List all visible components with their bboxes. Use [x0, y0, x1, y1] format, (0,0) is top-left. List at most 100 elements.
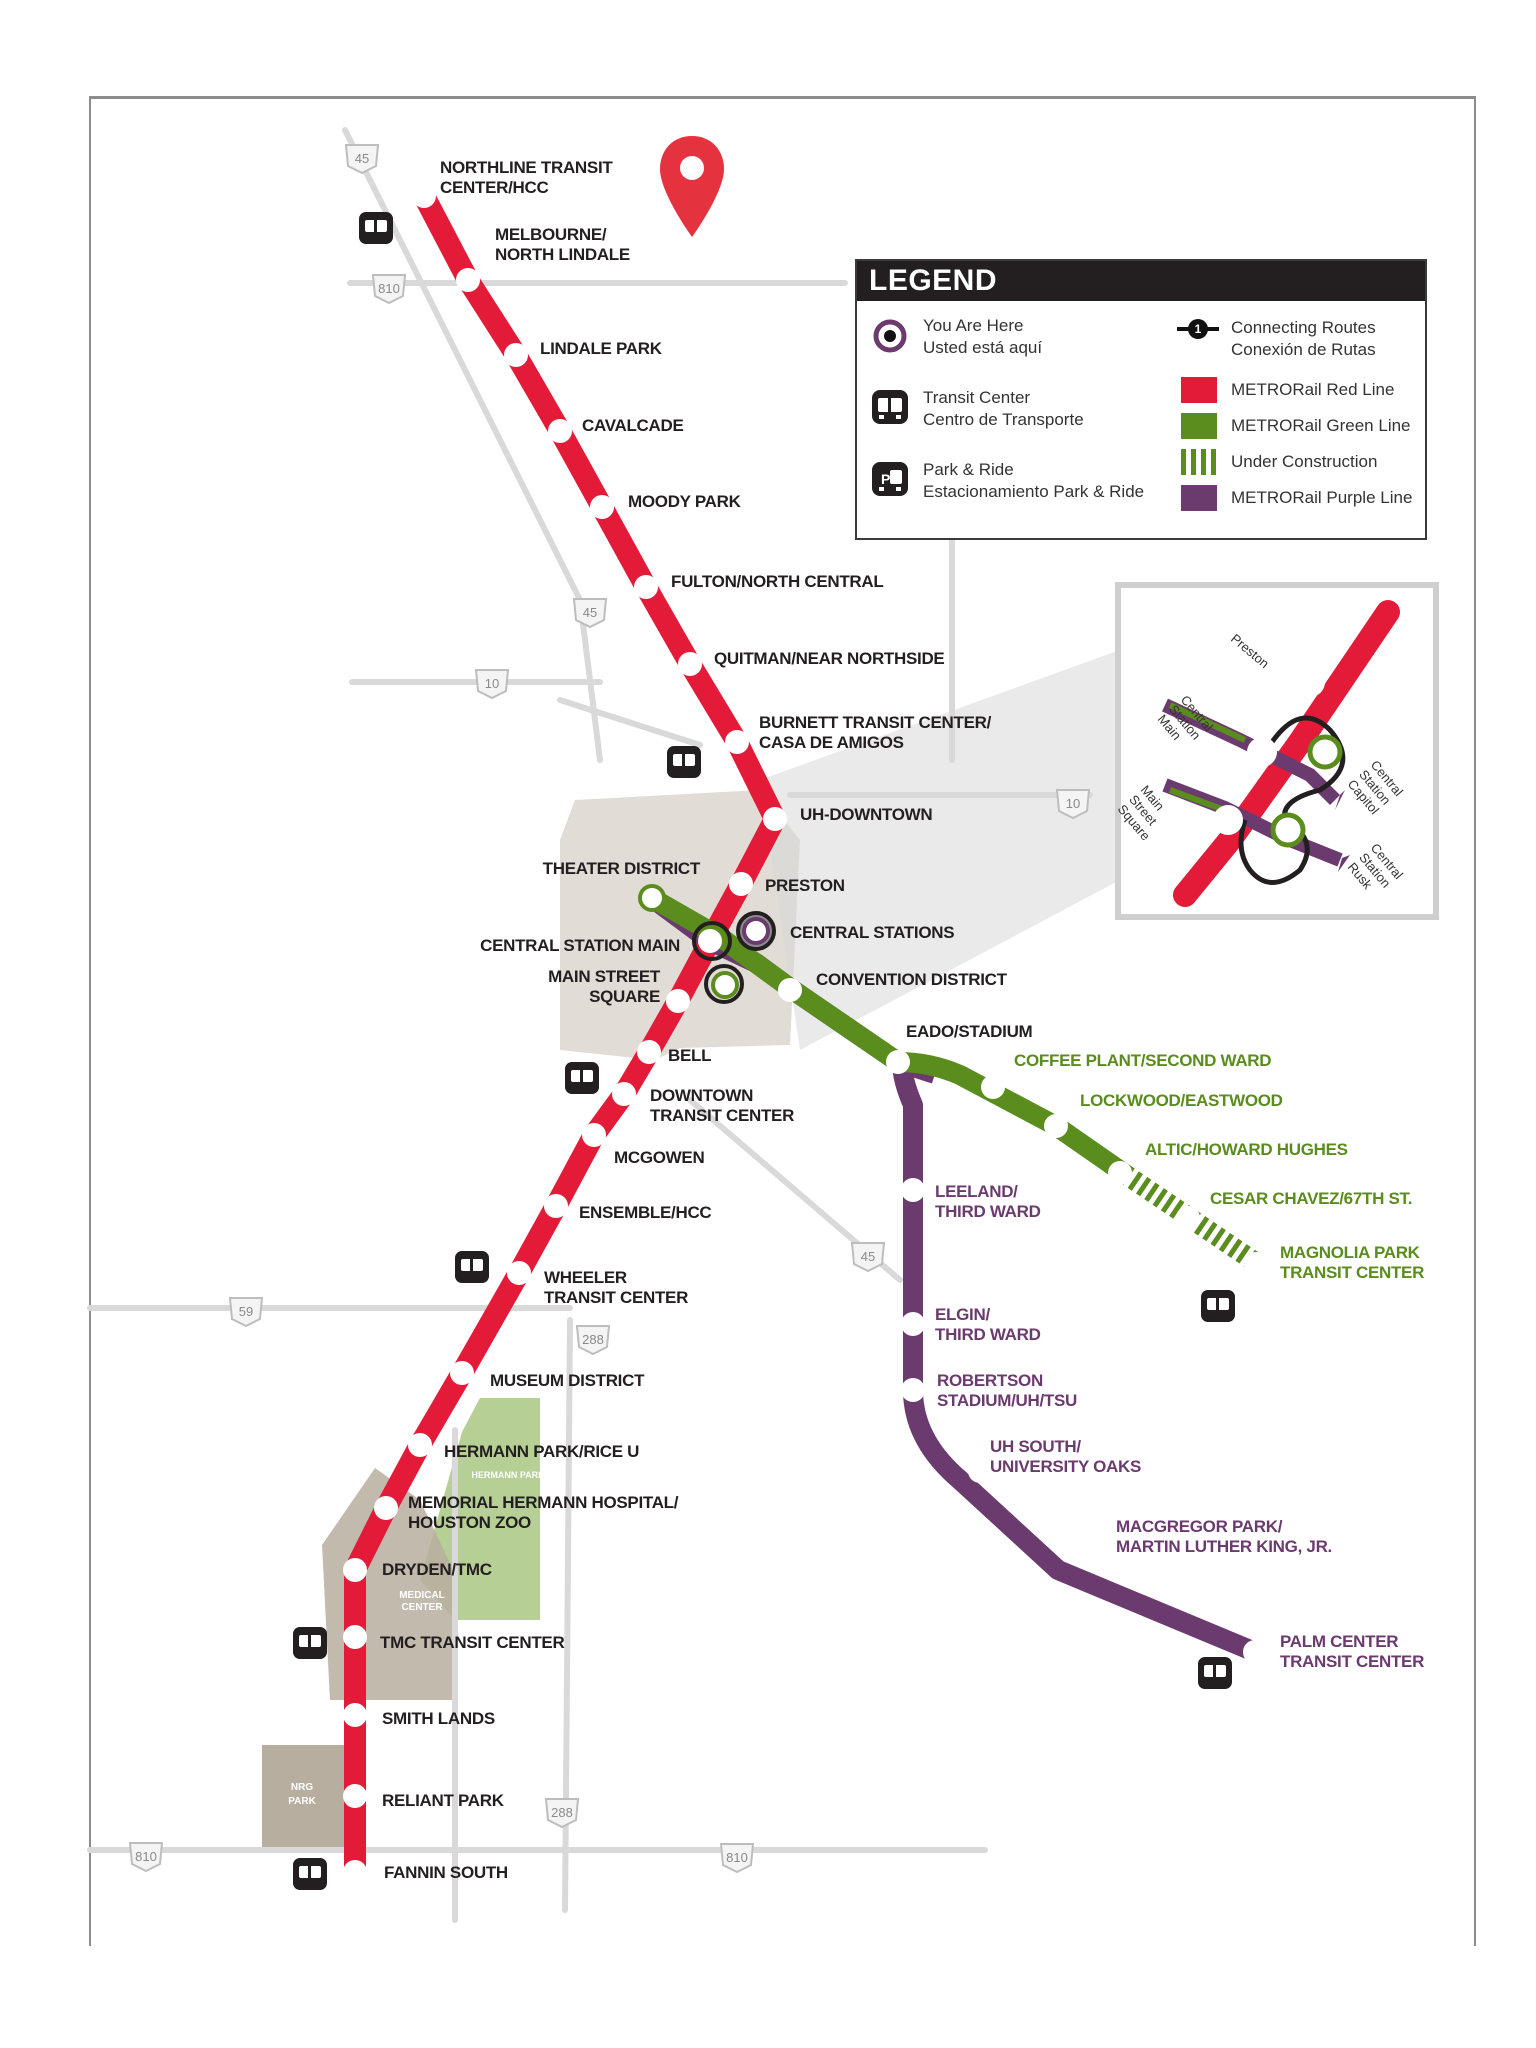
highway-shield-number: 10: [1066, 796, 1080, 811]
red-station-marker: [678, 652, 702, 676]
highway-shield-10: 10: [1055, 789, 1091, 820]
red-station-label: LINDALE PARK: [540, 339, 663, 358]
red-station-marker: [544, 1194, 568, 1218]
red-station-label: MCGOWEN: [614, 1148, 704, 1167]
transit-center-icon-divider: [1213, 1665, 1216, 1677]
green-station-label: COFFEE PLANT/SECOND WARD: [1014, 1051, 1271, 1070]
green-line-path: [647, 889, 1131, 1183]
red-station-marker: [343, 1703, 367, 1727]
red-station-marker: [729, 872, 753, 896]
svg-text:P: P: [881, 471, 890, 487]
green-station-marker: [1044, 1114, 1068, 1138]
red-line-swatch: [1181, 377, 1217, 403]
under-construction-swatch: [1181, 449, 1217, 475]
inset-arrow-rusk: [1338, 855, 1350, 872]
legend-purple-line: METRORail Purple Line: [1231, 488, 1413, 507]
red-station-marker: [412, 184, 436, 208]
shared-station-label: CENTRAL STATIONS: [790, 923, 954, 942]
red-station-marker: [343, 1558, 367, 1582]
red-station-label: CASA DE AMIGOS: [759, 733, 904, 752]
transit-center-icon: [359, 212, 393, 244]
transit-center-icon-divider: [308, 1635, 311, 1647]
transit-center-icon: [565, 1062, 599, 1094]
red-station-marker: [698, 929, 722, 953]
purple-station-marker: [901, 1178, 925, 1202]
purple-station-marker: [901, 1312, 925, 1336]
red-station-marker: [548, 419, 572, 443]
red-station-label: TRANSIT CENTER: [650, 1106, 794, 1125]
map-frame: [89, 96, 1476, 1946]
green-station-label: TRANSIT CENTER: [1280, 1263, 1424, 1282]
highway-shield-number: 10: [485, 676, 499, 691]
transit-center-icon-divider: [470, 1259, 473, 1271]
red-station-label: MUSEUM DISTRICT: [490, 1371, 645, 1390]
highway-shield-shape: [474, 669, 510, 700]
central-station-rusk-marker: [711, 971, 739, 999]
inset-station-marker: [1295, 667, 1325, 697]
inset-station-marker: [1307, 734, 1343, 770]
transit-center-icon: [872, 390, 908, 424]
highway-shield-shape: [544, 1798, 580, 1829]
inset-station-marker: [1247, 737, 1277, 767]
transit-center-icon-divider: [682, 754, 685, 766]
green-line-swatch: [1181, 413, 1217, 439]
transit-center-icon: [293, 1858, 327, 1890]
medical-center-label: CENTER: [401, 1602, 443, 1613]
red-station-label: SMITH LANDS: [382, 1709, 495, 1728]
medical-center-label: MEDICAL: [399, 1590, 445, 1601]
highway-shield-shape: [344, 144, 380, 175]
red-station-marker: [408, 1433, 432, 1457]
central-station-main-ring: [692, 921, 732, 961]
purple-station-label: MARTIN LUTHER KING, JR.: [1116, 1537, 1332, 1556]
hermann-park-label: HERMANN PARK: [471, 1470, 545, 1480]
red-station-label: DOWNTOWN: [650, 1086, 753, 1105]
purple-station-label: UNIVERSITY OAKS: [990, 1457, 1141, 1476]
connecting-routes-number: 1: [1195, 322, 1202, 336]
red-station-marker: [504, 343, 528, 367]
legend-connecting: Connecting Routes Conexión de Rutas: [1231, 317, 1376, 361]
transit-center-icon: [1201, 1290, 1235, 1322]
purple-station-label: THIRD WARD: [935, 1202, 1041, 1221]
red-station-label: UH-DOWNTOWN: [800, 805, 932, 824]
purple-station-label: TRANSIT CENTER: [1280, 1652, 1424, 1671]
green-station-label: LOCKWOOD/EASTWOOD: [1080, 1091, 1283, 1110]
red-station-label: QUITMAN/NEAR NORTHSIDE: [714, 649, 944, 668]
green-station-marker: [1244, 1252, 1268, 1276]
highway-shield-288: 288: [544, 1798, 580, 1829]
purple-station-label: LEELAND/: [935, 1182, 1018, 1201]
purple-station-label: STADIUM/UH/TSU: [937, 1391, 1077, 1410]
you-are-here-icon: [873, 319, 907, 353]
highway-shield-45: 45: [850, 1242, 886, 1273]
highway-shield-45: 45: [344, 144, 380, 175]
red-station-marker: [612, 1082, 636, 1106]
red-station-label: WHEELER: [544, 1268, 627, 1287]
map-pin-icon: [660, 136, 724, 237]
purple-station-label: ROBERTSON: [937, 1371, 1043, 1390]
green-station-label: ALTIC/HOWARD HUGHES: [1145, 1140, 1348, 1159]
road-3: [557, 697, 703, 748]
highway-shield-10: 10: [474, 669, 510, 700]
red-station-label: DRYDEN/TMC: [382, 1560, 492, 1579]
red-station-marker: [725, 730, 749, 754]
connecting-routes-icon: 1: [1177, 319, 1219, 339]
shared-station-label: CONVENTION DISTRICT: [816, 970, 1008, 989]
transit-center-icon-divider: [308, 1866, 311, 1878]
nrg-park-area: [262, 1745, 344, 1849]
central-station-rusk-ring: [704, 964, 744, 1004]
purple-station-marker: [1106, 1548, 1130, 1572]
purple-station-label: ELGIN/: [935, 1305, 990, 1324]
inset-station-marker: [1213, 805, 1243, 835]
red-station-label: TMC TRANSIT CENTER: [380, 1633, 564, 1652]
transit-center-icon: [667, 746, 701, 778]
highway-shield-number: 45: [583, 605, 597, 620]
highway-shield-shape: [572, 598, 608, 629]
purple-line-swatch: [1181, 485, 1217, 511]
highway-shield-number: 810: [135, 1849, 157, 1864]
purple-station-marker: [968, 1459, 992, 1483]
highway-shield-45: 45: [572, 598, 608, 629]
red-station-label: CAVALCADE: [582, 416, 684, 435]
highway-shield-shape: [575, 1325, 611, 1356]
red-station-label: CENTRAL STATION MAIN: [480, 936, 680, 955]
purple-station-label: THIRD WARD: [935, 1325, 1041, 1344]
